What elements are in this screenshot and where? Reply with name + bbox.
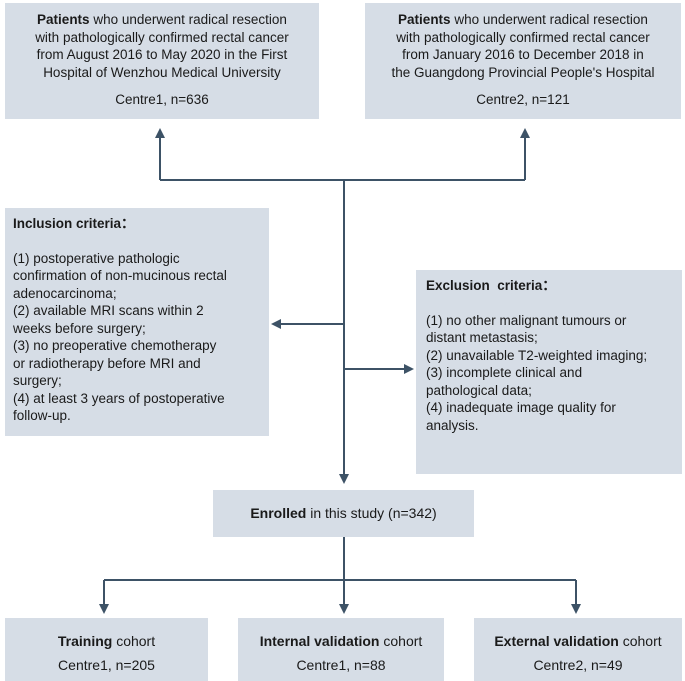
source-left-line-1: who underwent radical resection: [89, 12, 287, 27]
inclusion-line-5: weeks before surgery;: [13, 320, 146, 336]
exclusion-line-6: (4) inadequate image quality for: [426, 400, 616, 415]
source-left-line-4: Hospital of Wenzhou Medical University: [43, 64, 281, 80]
inclusion-criteria-box: Inclusion criteria： (1) postoperative pa…: [5, 208, 269, 436]
enrolled-text: in this study (n=342): [306, 505, 437, 521]
inclusion-line-10: follow-up.: [13, 408, 71, 423]
inclusion-line-7: or radiotherapy before MRI and: [13, 355, 201, 371]
centre2-count: Centre2, n=121: [476, 92, 570, 107]
exclusion-line-3: (2) unavailable T2-weighted imaging;: [426, 347, 648, 363]
internal-rest: cohort: [379, 633, 423, 649]
source-right-line-1: who underwent radical resection: [450, 12, 648, 27]
training-bold: Training: [57, 633, 113, 649]
source-left-bold: Patients: [37, 12, 90, 27]
inclusion-line-2: confirmation of non-mucinous rectal: [13, 268, 227, 283]
exclusion-line-2: distant metastasis;: [426, 330, 538, 345]
source-right-bold: Patients: [398, 12, 451, 27]
exclusion-line-7: analysis.: [426, 417, 479, 433]
exclusion-line-1: (1) no other malignant tumours or: [426, 312, 627, 328]
centre2-source-box: Patients who underwent radical resection…: [365, 3, 681, 119]
internal-validation-cohort-box: Internal validation cohort Centre1, n=88: [238, 618, 444, 681]
external-rest: cohort: [618, 633, 662, 649]
inclusion-line-9: (4) at least 3 years of postoperative: [13, 390, 225, 406]
inclusion-title: Inclusion criteria：: [13, 216, 135, 231]
inclusion-line-1: (1) postoperative pathologic: [13, 250, 180, 266]
source-right-line-3: from January 2016 to December 2018 in: [402, 47, 644, 62]
centre1-count: Centre1, n=636: [115, 92, 209, 107]
source-left-line-3: from August 2016 to May 2020 in the Firs…: [36, 47, 288, 62]
inclusion-line-3: adenocarcinoma;: [13, 285, 117, 301]
inclusion-line-4: (2) available MRI scans within 2: [13, 303, 204, 318]
enrolled-box: Enrolled in this study (n=342): [213, 490, 474, 537]
training-rest: cohort: [112, 633, 156, 649]
exclusion-line-5: pathological data;: [426, 382, 532, 398]
exclusion-title: Exclusion criteria：: [426, 278, 556, 293]
inclusion-line-6: (3) no preoperative chemotherapy: [13, 338, 217, 353]
external-validation-cohort-box: External validation cohort Centre2, n=49: [474, 618, 682, 681]
training-count: Centre1, n=205: [58, 657, 155, 673]
source-left-line-2: with pathologically confirmed rectal can…: [35, 29, 289, 45]
centre1-source-box: Patients who underwent radical resection…: [5, 3, 319, 119]
inclusion-line-8: surgery;: [13, 373, 62, 388]
exclusion-line-4: (3) incomplete clinical and: [426, 365, 583, 380]
internal-count: Centre1, n=88: [296, 657, 386, 673]
training-cohort-box: Training cohort Centre1, n=205: [5, 618, 208, 681]
external-count: Centre2, n=49: [533, 657, 623, 673]
external-bold: External validation: [494, 633, 619, 649]
source-right-line-4: the Guangdong Provincial People's Hospit…: [391, 64, 655, 80]
source-right-line-2: with pathologically confirmed rectal can…: [396, 29, 650, 45]
enrolled-bold: Enrolled: [250, 505, 307, 521]
internal-bold: Internal validation: [259, 633, 380, 649]
exclusion-criteria-box: Exclusion criteria： (1) no other maligna…: [416, 270, 682, 474]
